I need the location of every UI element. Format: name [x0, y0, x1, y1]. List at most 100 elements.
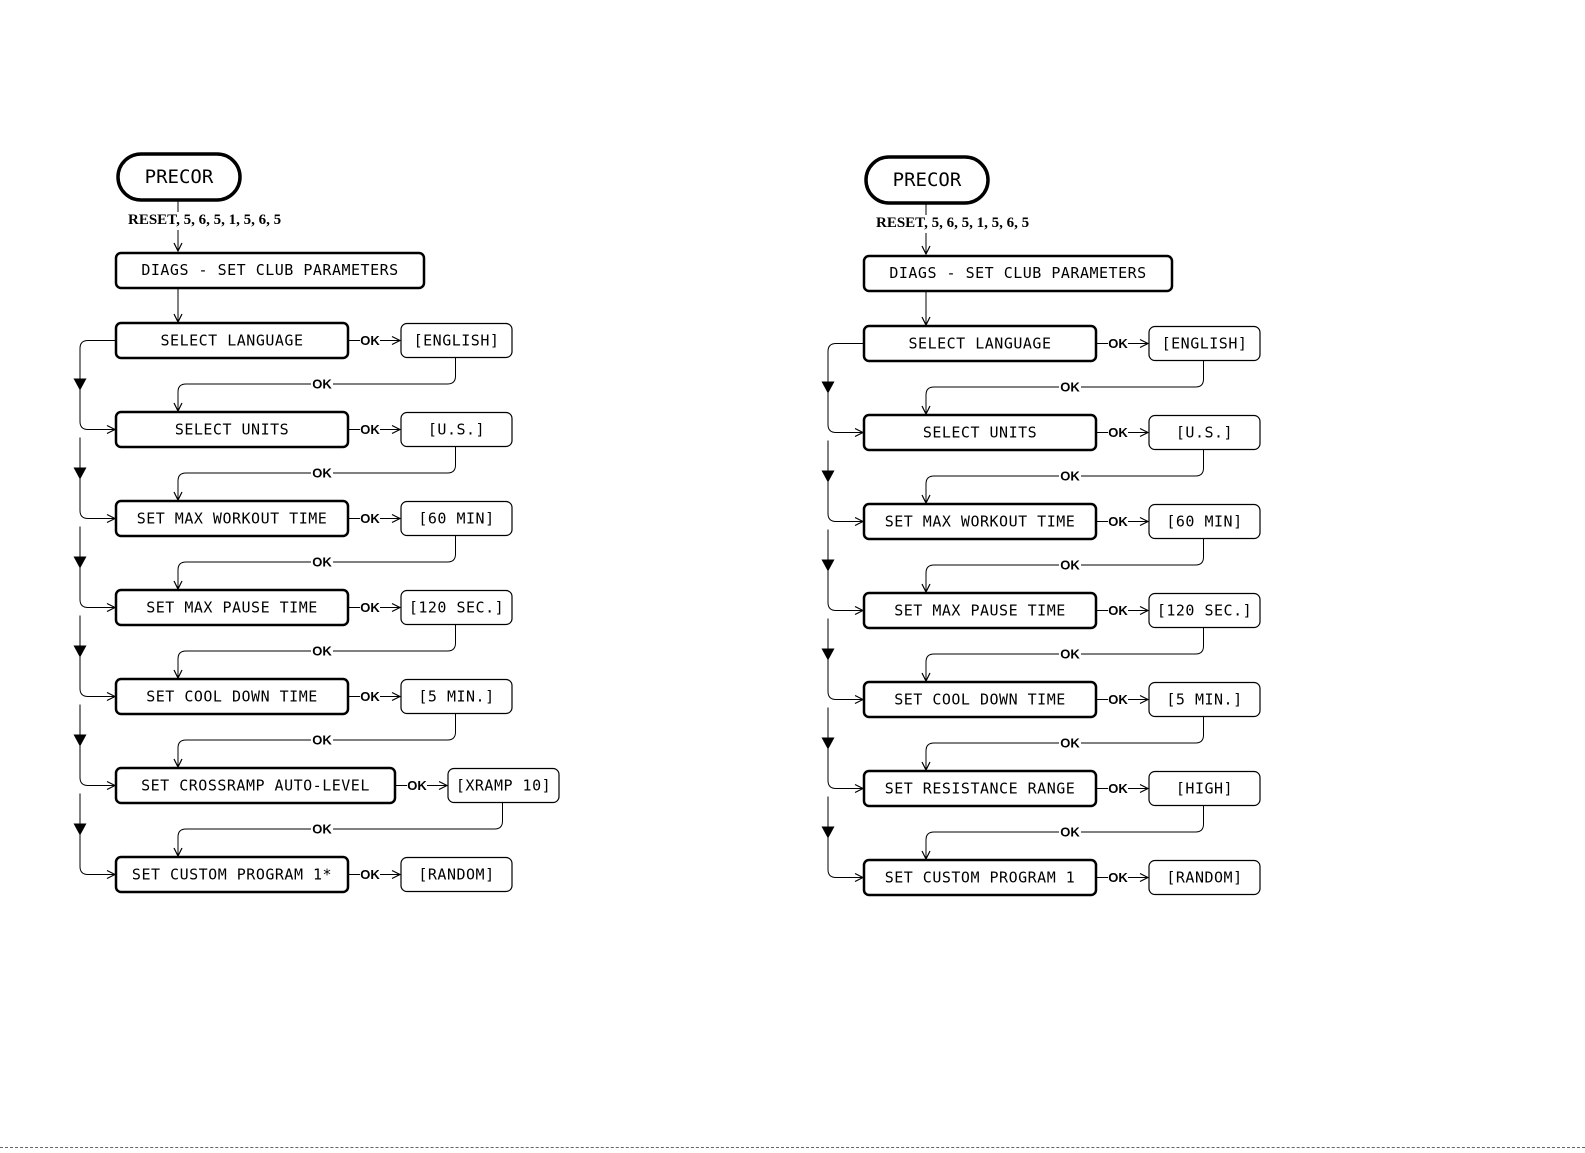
ok-label-mask: [1059, 736, 1081, 750]
ok-label: OK: [1108, 870, 1128, 885]
skip-arrow: [79, 510, 115, 519]
down-triangle-icon: [73, 823, 87, 836]
step-label: SET CROSSRAMP AUTO-LEVEL: [141, 777, 370, 795]
value-label: [120 SEC.]: [409, 599, 504, 617]
ok-label: OK: [360, 511, 380, 526]
down-triangle-icon: [821, 470, 835, 483]
value-box: [1148, 592, 1261, 629]
down-triangle-icon: [821, 648, 835, 661]
value-box: [400, 322, 513, 359]
ok-label: OK: [1108, 336, 1128, 351]
flowchart-right: PRECOR RESET, 5, 6, 5, 1, 5, 6, 5 DIAGS - …: [821, 155, 1261, 897]
page-bottom-rule: [0, 1147, 1585, 1148]
ok-label: OK: [312, 466, 332, 481]
value-box: [1148, 503, 1261, 540]
down-triangle-icon: [73, 378, 87, 391]
ok-label: OK: [407, 778, 427, 793]
value-label: [5 MIN.]: [1166, 691, 1242, 709]
ok-label-mask: [311, 822, 333, 836]
skip-arrow: [79, 421, 115, 430]
reset-sequence-label: RESET, 5, 6, 5, 1, 5, 6, 5: [876, 215, 1029, 231]
header-box: [862, 254, 1174, 293]
skip-arrow: [827, 869, 863, 878]
skip-arrow: [827, 602, 863, 611]
ok-label: OK: [1108, 603, 1128, 618]
value-label: [120 SEC.]: [1157, 602, 1252, 620]
step-label: SET CUSTOM PROGRAM 1: [885, 869, 1076, 887]
skip-arrow: [827, 691, 863, 700]
step-label: SET CUSTOM PROGRAM 1*: [132, 866, 332, 884]
down-triangle-icon: [821, 826, 835, 839]
value-label: [U.S.]: [428, 421, 485, 439]
start-terminal: [116, 152, 242, 202]
ok-label-mask: [1059, 647, 1081, 661]
value-box: [447, 767, 560, 804]
skip-arrow: [827, 424, 863, 433]
ok-label: OK: [1060, 558, 1080, 573]
ok-label: OK: [312, 377, 332, 392]
ok-label-mask: [1059, 825, 1081, 839]
value-box: [400, 589, 513, 626]
down-triangle-icon: [821, 559, 835, 572]
value-label: [RANDOM]: [418, 866, 494, 884]
ok-label: OK: [360, 867, 380, 882]
start-label: PRECOR: [893, 169, 962, 191]
ok-label: OK: [1060, 736, 1080, 751]
reset-sequence-label: RESET, 5, 6, 5, 1, 5, 6, 5: [128, 212, 281, 228]
value-box: [400, 856, 513, 893]
ok-label: OK: [360, 422, 380, 437]
skip-arrow: [827, 513, 863, 522]
step-label: SET COOL DOWN TIME: [894, 691, 1066, 709]
ok-label: OK: [312, 822, 332, 837]
header-label: DIAGS - SET CLUB PARAMETERS: [889, 264, 1146, 282]
step-label: SET MAX PAUSE TIME: [146, 599, 318, 617]
ok-label-mask: [311, 733, 333, 747]
ok-label: OK: [1060, 380, 1080, 395]
ok-label-mask: [311, 555, 333, 569]
ok-label: OK: [312, 555, 332, 570]
ok-label: OK: [360, 600, 380, 615]
ok-label: OK: [1108, 781, 1128, 796]
ok-label-mask: [1059, 380, 1081, 394]
ok-label-mask: [311, 644, 333, 658]
value-label: [ENGLISH]: [414, 332, 500, 350]
ok-label: OK: [312, 644, 332, 659]
ok-label: OK: [1060, 825, 1080, 840]
step-label: SET MAX PAUSE TIME: [894, 602, 1066, 620]
ok-label: OK: [1060, 469, 1080, 484]
step-label: SELECT UNITS: [923, 424, 1037, 442]
ok-label: OK: [1060, 647, 1080, 662]
ok-label: OK: [1108, 425, 1128, 440]
step-label: SET MAX WORKOUT TIME: [885, 513, 1076, 531]
ok-label: OK: [1108, 514, 1128, 529]
value-box: [1148, 859, 1261, 896]
step-label: SET MAX WORKOUT TIME: [137, 510, 328, 528]
ok-label-mask: [1059, 558, 1081, 572]
start-terminal: [864, 155, 990, 205]
skip-rail: [827, 343, 864, 352]
value-label: [U.S.]: [1176, 424, 1233, 442]
value-label: [HIGH]: [1176, 780, 1233, 798]
step-label: SELECT LANGUAGE: [909, 335, 1052, 353]
value-label: [XRAMP 10]: [456, 777, 551, 795]
skip-arrow: [79, 599, 115, 608]
ok-label-mask: [311, 466, 333, 480]
ok-label: OK: [360, 689, 380, 704]
ok-label: OK: [312, 733, 332, 748]
start-label: PRECOR: [145, 166, 214, 188]
skip-rail: [79, 340, 116, 349]
skip-arrow: [827, 780, 863, 789]
return-connector: [178, 802, 503, 857]
down-triangle-icon: [821, 381, 835, 394]
header-box: [114, 251, 426, 290]
ok-label-mask: [311, 377, 333, 391]
down-triangle-icon: [821, 737, 835, 750]
down-triangle-icon: [73, 556, 87, 569]
value-box: [400, 500, 513, 537]
value-label: [RANDOM]: [1166, 869, 1242, 887]
down-triangle-icon: [73, 645, 87, 658]
step-label: SELECT UNITS: [175, 421, 289, 439]
ok-label: OK: [1108, 692, 1128, 707]
